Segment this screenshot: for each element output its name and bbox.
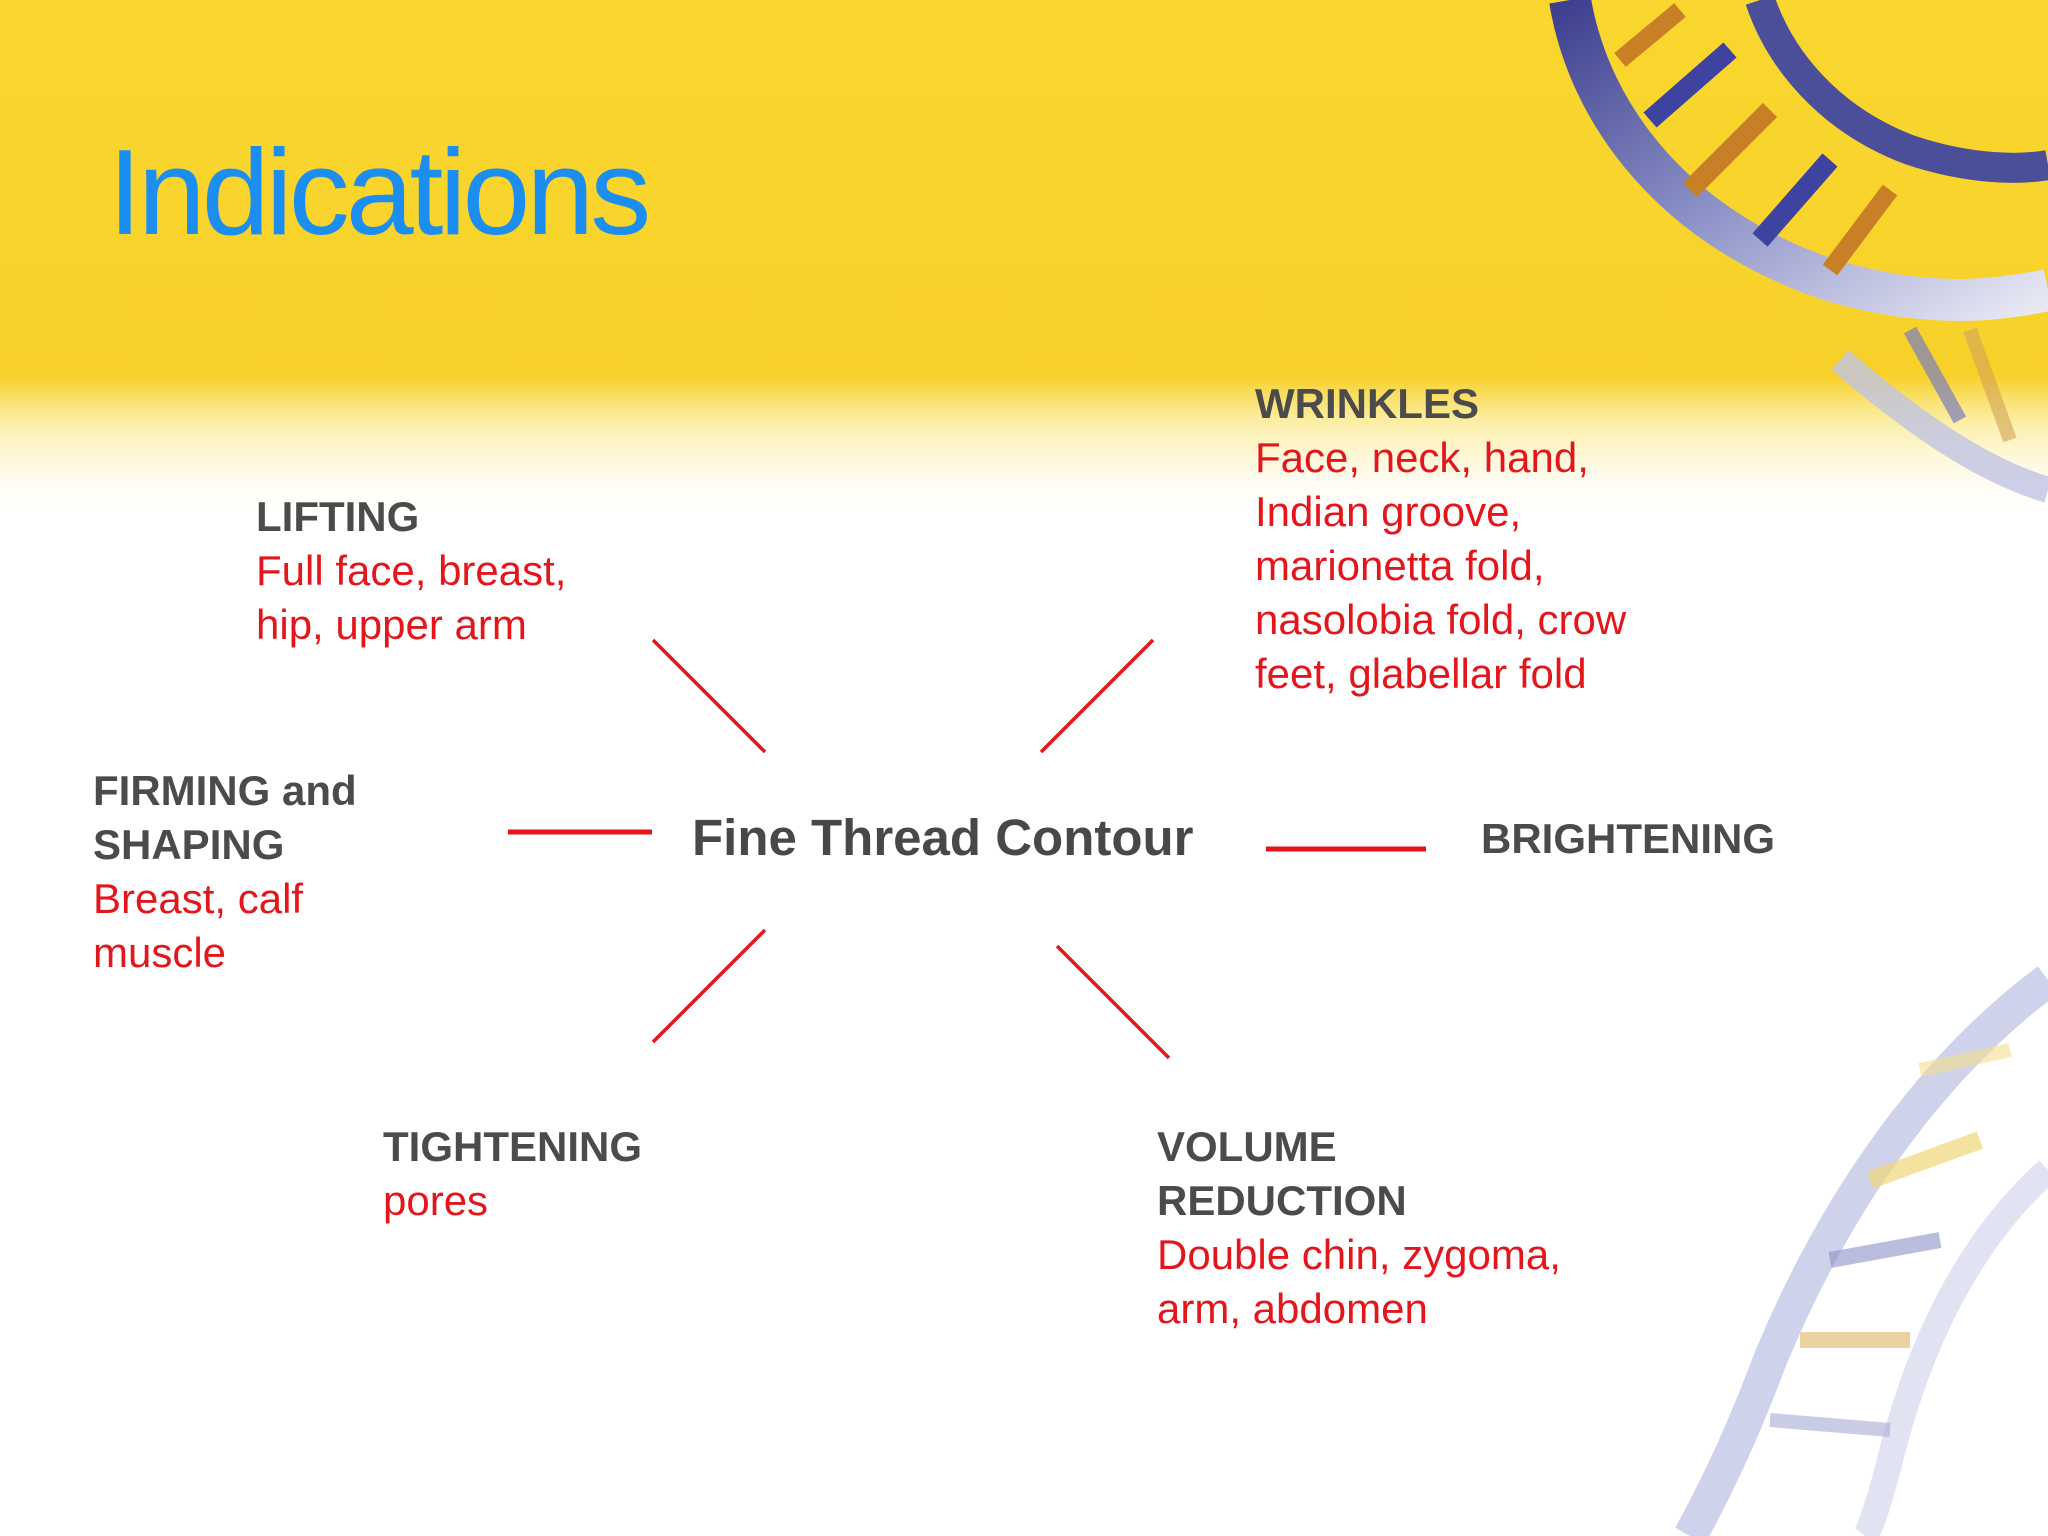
node-brightening: BRIGHTENING — [1481, 812, 1775, 866]
node-firming-shaping: FIRMING and SHAPING Breast, calf muscle — [93, 764, 357, 980]
node-volume-reduction: VOLUME REDUCTION Double chin, zygoma, ar… — [1157, 1120, 1561, 1336]
node-firming-heading-2: SHAPING — [93, 821, 285, 868]
node-wrinkles-detail-2: Indian groove, — [1255, 488, 1522, 535]
node-lifting: LIFTING Full face, breast, hip, upper ar… — [256, 490, 566, 652]
node-tightening: TIGHTENING pores — [383, 1120, 642, 1228]
node-firming-detail-1: Breast, calf — [93, 875, 304, 922]
node-lifting-detail-1: Full face, breast, — [256, 547, 567, 594]
node-firming-detail-2: muscle — [93, 929, 227, 976]
connector-volume — [1055, 944, 1171, 1060]
node-firming-heading-1: FIRMING and — [93, 767, 357, 814]
node-tightening-heading: TIGHTENING — [383, 1123, 642, 1170]
node-wrinkles-detail-1: Face, neck, hand, — [1255, 434, 1589, 481]
node-volume-heading-1: VOLUME — [1157, 1123, 1337, 1170]
connector-lifting — [651, 638, 767, 754]
header-fade — [0, 380, 2048, 540]
node-volume-heading-2: REDUCTION — [1157, 1177, 1407, 1224]
node-wrinkles-heading: WRINKLES — [1255, 380, 1479, 427]
node-tightening-detail: pores — [383, 1177, 489, 1224]
node-wrinkles-detail-4: nasolobia fold, crow — [1255, 596, 1627, 643]
dna-helix-lower-icon — [1675, 966, 2048, 1536]
node-lifting-heading: LIFTING — [256, 493, 420, 540]
connector-tightening — [651, 928, 767, 1044]
node-wrinkles-detail-3: marionetta fold, — [1255, 542, 1545, 589]
dna-helix-icon — [1549, 0, 2048, 503]
slide-title: Indications — [108, 124, 651, 260]
node-brightening-heading: BRIGHTENING — [1481, 815, 1775, 862]
node-lifting-detail-2: hip, upper arm — [256, 601, 527, 648]
connector-wrinkles — [1039, 638, 1155, 754]
center-node-fine-thread-contour: Fine Thread Contour — [692, 809, 1194, 866]
node-volume-detail-2: arm, abdomen — [1157, 1285, 1428, 1332]
node-wrinkles: WRINKLES Face, neck, hand, Indian groove… — [1255, 377, 1626, 701]
node-wrinkles-detail-5: feet, glabellar fold — [1255, 650, 1587, 697]
node-volume-detail-1: Double chin, zygoma, — [1157, 1231, 1561, 1278]
